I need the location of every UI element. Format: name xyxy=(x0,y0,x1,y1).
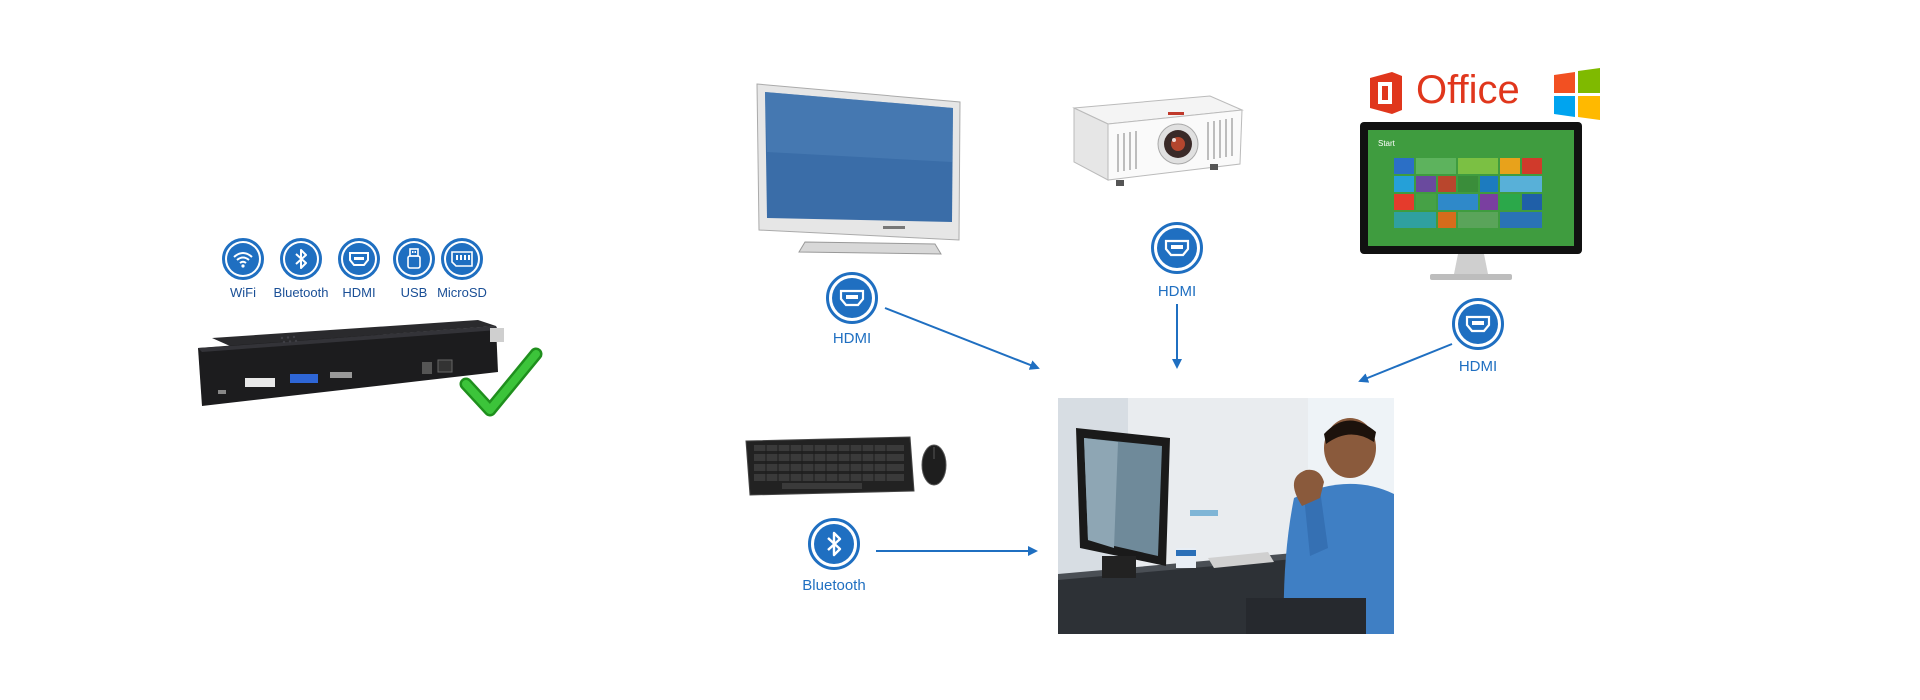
windows-logo-icon xyxy=(1554,68,1600,120)
hdmi-icon xyxy=(839,289,865,307)
tv-connection-label: HDMI xyxy=(832,330,872,347)
monitor-arrow xyxy=(1358,343,1453,383)
microsd-icon xyxy=(451,251,473,267)
tv-arrow xyxy=(884,307,1040,370)
feature-label-wifi: WiFi xyxy=(230,285,256,300)
feature-label-bluetooth: Bluetooth xyxy=(273,285,329,300)
bluetooth-badge xyxy=(280,238,322,280)
green-check-icon xyxy=(459,347,543,417)
bluetooth-icon xyxy=(295,249,307,269)
microsd-badge xyxy=(441,238,483,280)
tv-hdmi-badge xyxy=(826,272,878,324)
keyboard-bluetooth-badge xyxy=(808,518,860,570)
office-label: Office xyxy=(1416,68,1520,112)
keyboard-connection-label: Bluetooth xyxy=(802,577,866,594)
wifi-badge xyxy=(222,238,264,280)
monitor-connection-label: HDMI xyxy=(1458,358,1498,375)
hdmi-icon xyxy=(1164,239,1190,257)
windows-monitor-image: Start xyxy=(1360,122,1582,280)
projector-connection-label: HDMI xyxy=(1157,283,1197,300)
feature-label-microsd: MicroSD xyxy=(437,285,487,300)
projector-image xyxy=(1072,95,1244,186)
usb-badge xyxy=(393,238,435,280)
usb-icon xyxy=(407,248,421,269)
compute-stick-image xyxy=(198,320,504,406)
wifi-icon xyxy=(233,252,253,268)
bluetooth-icon xyxy=(827,531,842,557)
user-at-desk-photo xyxy=(1058,398,1394,634)
svg-text:Start: Start xyxy=(1378,139,1396,148)
hdmi-icon xyxy=(1465,315,1491,333)
projector-hdmi-badge xyxy=(1151,222,1203,274)
tv-image xyxy=(756,83,961,255)
hdmi-badge xyxy=(338,238,380,280)
hdmi-icon xyxy=(349,252,369,266)
feature-label-hdmi: HDMI xyxy=(342,285,376,300)
office-logo-icon xyxy=(1370,72,1402,114)
feature-label-usb: USB xyxy=(400,285,428,300)
monitor-hdmi-badge xyxy=(1452,298,1504,350)
keyboard-mouse-image xyxy=(745,436,947,496)
